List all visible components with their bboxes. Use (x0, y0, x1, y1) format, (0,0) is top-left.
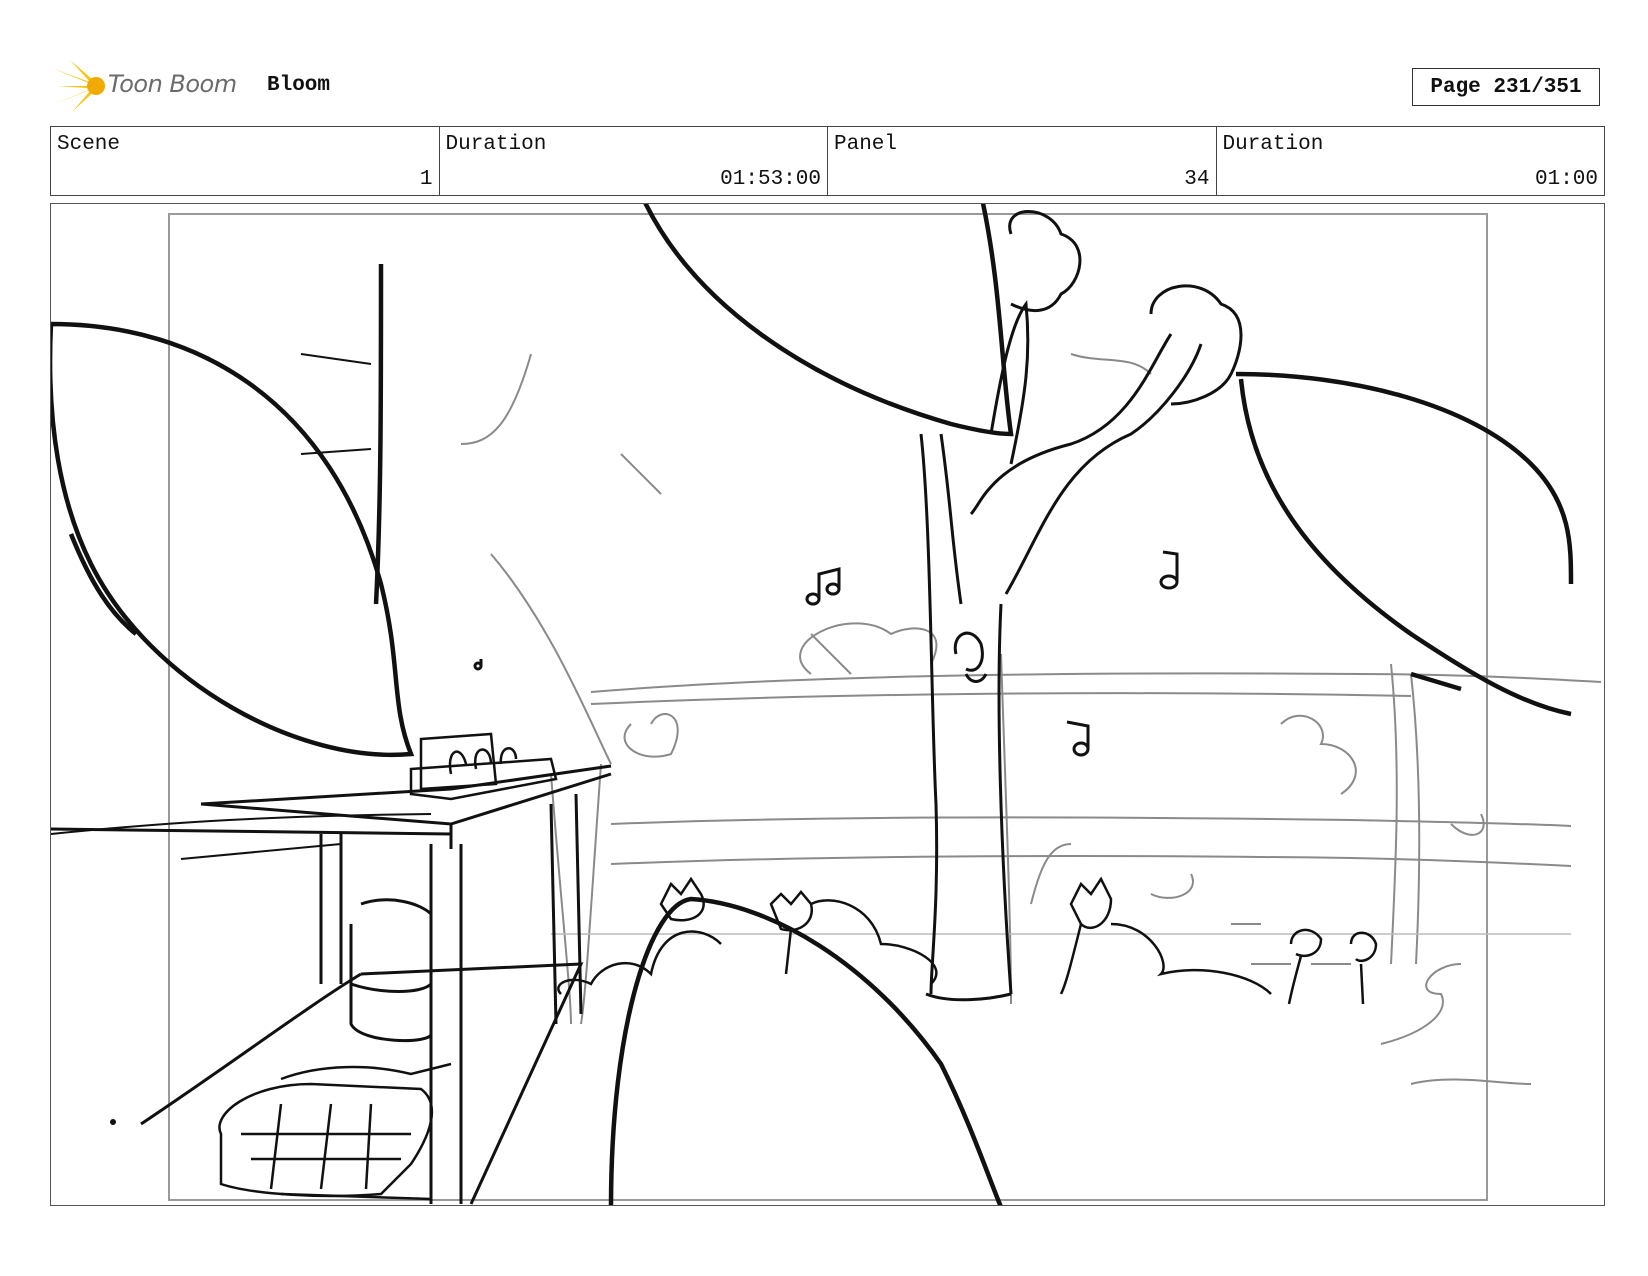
safe-frame (168, 213, 1488, 1201)
project-title: Bloom (267, 74, 331, 97)
toon-boom-logo: Toon Boom (50, 58, 250, 114)
scene-duration-value: 01:53:00 (720, 168, 821, 191)
foreground-leaves (51, 204, 1574, 1205)
panel-duration-label: Duration (1222, 133, 1324, 156)
scene-duration-label: Duration (445, 133, 547, 156)
page-number: Page 231/351 (1412, 68, 1600, 106)
sunburst-icon (52, 60, 105, 112)
flower-tray (409, 732, 558, 801)
scene-cell: Scene 1 (51, 127, 440, 195)
ink-dot (110, 1119, 116, 1125)
panel-value: 34 (1184, 168, 1210, 191)
panel-duration-cell: Duration 01:00 (1217, 127, 1605, 195)
scene-duration-cell: Duration 01:53:00 (440, 127, 828, 195)
floor-tray (218, 1062, 452, 1201)
garden-table (51, 764, 612, 1205)
background-trunks (51, 353, 432, 860)
flower-bushes (557, 876, 1378, 1005)
info-row: Scene 1 Duration 01:53:00 Panel 34 Durat… (50, 126, 1605, 196)
fence-sketch (460, 353, 1602, 1085)
tree (919, 210, 1243, 1002)
panel-duration-value: 01:00 (1534, 168, 1598, 191)
music-notes (473, 550, 1179, 757)
panel-label: Panel (834, 133, 898, 156)
header: Toon Boom Bloom Page 231/351 (50, 58, 1610, 118)
panel-sketch (51, 204, 1602, 1205)
panel-cell: Panel 34 (828, 127, 1217, 195)
scene-value: 1 (419, 168, 433, 191)
storyboard-panel (50, 203, 1605, 1206)
scene-label: Scene (57, 133, 121, 156)
logo-text: Toon Boom (108, 70, 237, 98)
